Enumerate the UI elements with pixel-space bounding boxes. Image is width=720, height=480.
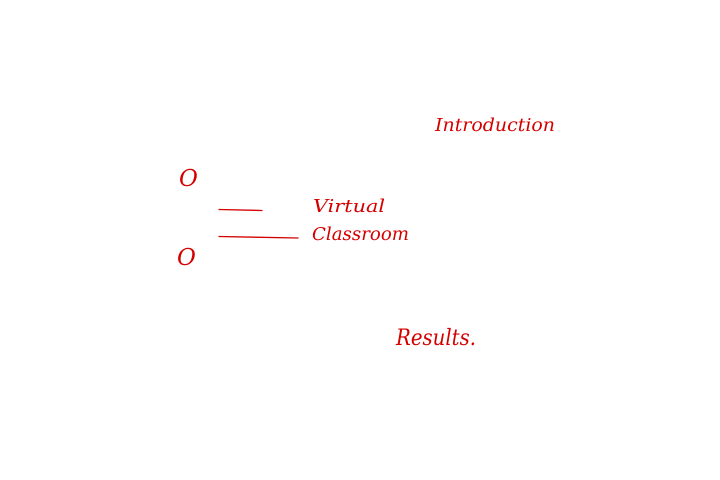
topic-virtual: Virtual	[313, 196, 385, 217]
heading-results: Results.	[395, 326, 476, 351]
topic-classroom: Classroom	[312, 225, 409, 245]
dash-line-short	[218, 208, 263, 212]
marker-bottom: O	[177, 245, 196, 271]
dash-line-long	[218, 235, 299, 239]
marker-top: O	[179, 166, 198, 192]
heading-introduction: Introduction	[434, 116, 555, 136]
